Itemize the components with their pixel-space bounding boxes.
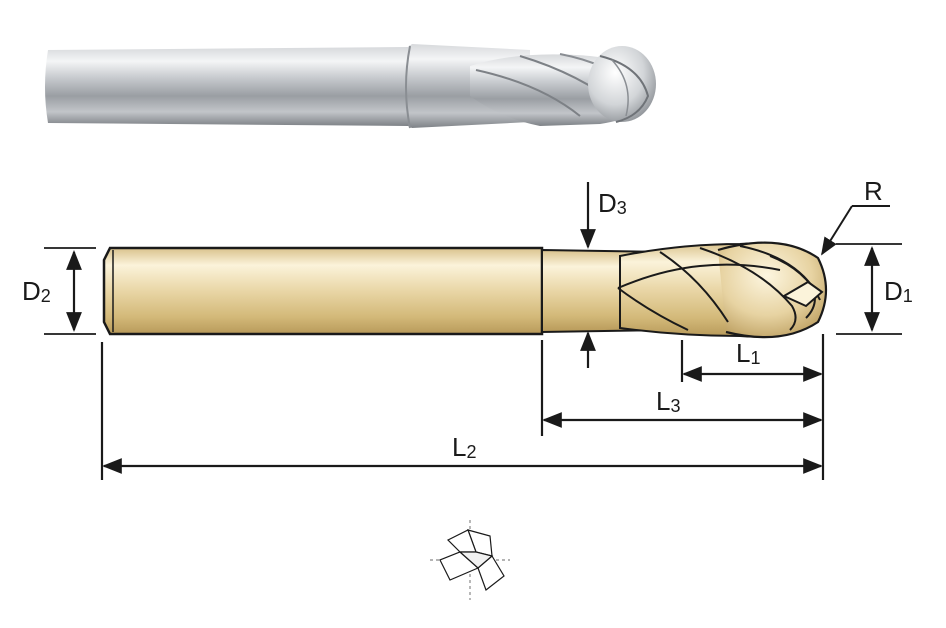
d2-label: D2 bbox=[22, 276, 51, 306]
ball-end-mill-photo bbox=[45, 44, 656, 129]
three-flute-cross-section-icon bbox=[430, 520, 510, 600]
end-mill-drawing bbox=[44, 182, 902, 480]
r-label: R bbox=[864, 176, 883, 206]
l1-label: L1 bbox=[736, 338, 760, 368]
d1-label: D1 bbox=[884, 276, 913, 306]
l2-label: L2 bbox=[452, 432, 476, 462]
l3-label: L3 bbox=[656, 386, 680, 416]
d3-label: D3 bbox=[598, 188, 627, 218]
